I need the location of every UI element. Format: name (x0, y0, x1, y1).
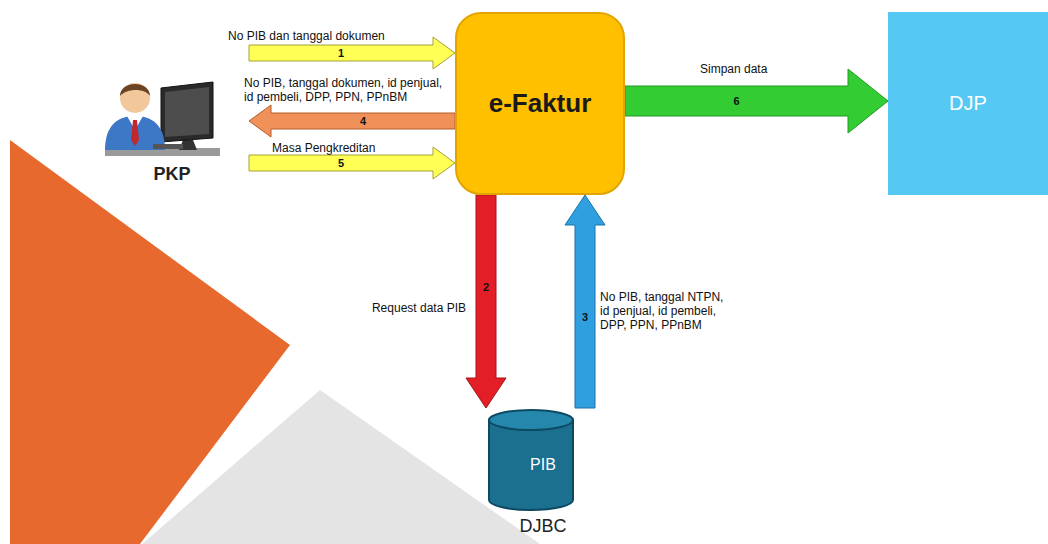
tie (131, 120, 139, 146)
cylinder-top (489, 410, 573, 430)
actor-label: PKP (95, 164, 249, 185)
box-label: DJP (949, 92, 987, 115)
callout-number: 1 (338, 47, 344, 59)
callout-number: 2 (483, 281, 489, 293)
edge-label: No PIB, tanggal NTPN, id penjual, id pem… (600, 290, 728, 332)
edge-label: Request data PIB (360, 301, 466, 315)
edge-label: No PIB, tanggal dokumen, id penjual, id … (244, 76, 452, 104)
edge-label: Simpan data (700, 62, 820, 76)
monitor-screen (165, 87, 209, 137)
person-computer-icon (95, 70, 225, 162)
block-arrow (249, 105, 455, 137)
block-arrow (625, 69, 888, 133)
box-label: e-Faktur (489, 88, 592, 119)
database-label: PIB (486, 456, 600, 474)
edge-label: Masa Pengkreditan (272, 141, 432, 155)
callout-number: 3 (582, 311, 588, 323)
person-head (120, 83, 150, 113)
database-name: DJBC (486, 516, 600, 537)
system-box: e-Faktur (455, 12, 625, 195)
actor-node: PKP (95, 70, 249, 188)
keyboard (153, 144, 183, 149)
system-box: DJP (888, 12, 1048, 195)
edge-label: No PIB dan tanggal dokumen (228, 29, 428, 43)
callout-number: 5 (338, 157, 344, 169)
person-hair (120, 84, 150, 96)
block-arrow (565, 195, 605, 408)
block-arrow (466, 195, 506, 408)
grey-triangle (142, 390, 540, 544)
callout-number: 6 (733, 95, 739, 107)
callout-number: 4 (360, 115, 366, 127)
database-node: PIB DJBC (486, 408, 600, 542)
monitor (161, 82, 213, 142)
